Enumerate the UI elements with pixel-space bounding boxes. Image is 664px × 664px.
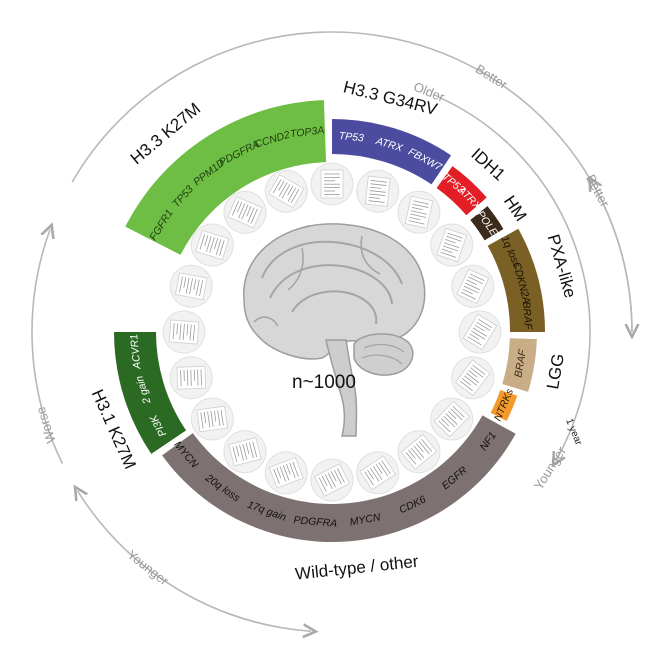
paper-thumbnail [430,223,474,267]
subtype-title: Wild-type / other [294,552,419,584]
paper-thumbnail [162,310,206,354]
better-right-label: Better [583,172,613,210]
subtype-title: LGG [543,352,568,391]
segment-band [502,338,537,392]
left-worse-arc [31,229,64,464]
segment-band [490,389,518,421]
paper-thumbnail [190,397,234,441]
paper-thumbnail [264,169,308,213]
paper-thumbnail [223,430,267,474]
younger-left-label: Younger [124,547,172,589]
gene-label: BRAF [520,301,534,330]
paper-thumbnail [310,162,354,206]
left-arc-head [229,613,311,631]
gene-label: BRAF [512,348,529,378]
paper-thumbnail [190,223,234,267]
subtype-segment: NTRKs [490,386,518,423]
gene-label: TOP3A [289,124,324,140]
paper-thumbnail [397,430,441,474]
paper-thumbnail [397,190,441,234]
worse-label: Worse [33,405,59,445]
younger-right-label: Younger [531,443,569,492]
paper-thumbnail [451,356,495,400]
paper-thumbnail [169,264,213,308]
paper-thumbnail [223,190,267,234]
paper-thumbnail [356,169,400,213]
segment-band [436,166,487,216]
segment-band [114,332,187,454]
paper-thumbnail [264,451,308,495]
right-arc-head [592,182,633,333]
gene-label: MYCN [349,511,382,528]
paper-thumbnail [310,458,354,502]
subtype-title: HM [500,192,531,225]
inner-older-younger-arc [436,95,591,461]
segment-band [470,206,504,241]
publication-thumbnail-ring [162,162,502,502]
paper-thumbnail [169,356,213,400]
segment-band [332,119,452,185]
subtype-title: IDH1 [467,144,508,184]
gene-label: TP53 [338,130,364,144]
subtype-segment: BRAF LGG [502,338,568,392]
sample-size-label: n~1000 [292,372,356,393]
paper-thumbnail [451,264,495,308]
brain-illustration [243,223,426,437]
segment-band [162,415,516,543]
gene-label: PDGFRA [293,514,338,530]
segment-band [487,228,545,332]
paper-thumbnail [356,451,400,495]
paper-thumbnail [430,397,474,441]
gene-label: ACVR1 [128,333,143,370]
segment-band [125,100,327,255]
paper-thumbnail [458,310,502,354]
one-year-label: 1 year [563,417,584,448]
